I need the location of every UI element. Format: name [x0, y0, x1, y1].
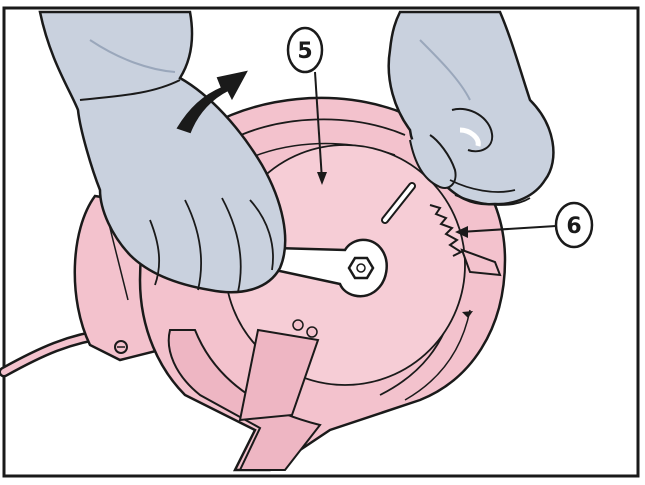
callout-5-label: 5	[297, 39, 312, 64]
hex-nut-icon	[349, 258, 373, 278]
callout-6-label: 6	[566, 214, 581, 239]
